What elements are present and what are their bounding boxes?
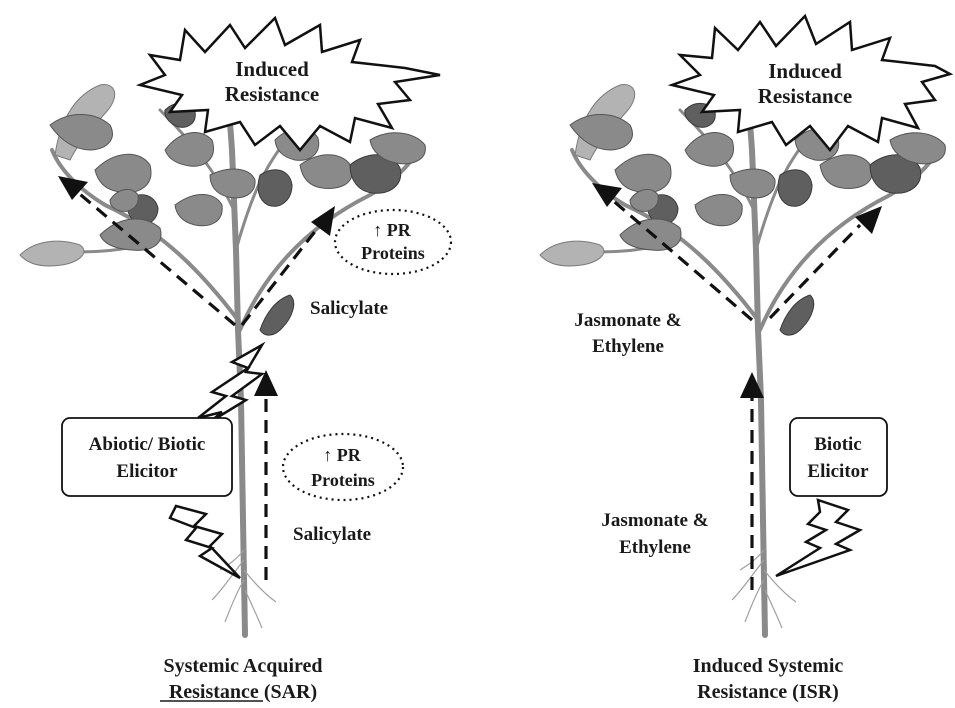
isr-arrowhead-up-left [592, 183, 622, 207]
isr-elicitor-line1: Biotic [814, 434, 862, 455]
isr-elicitor-box-frame [789, 417, 888, 497]
sar-salicylate-lower: Salicylate [293, 524, 371, 545]
sar-burst-line2: Resistance [225, 82, 319, 106]
sar-elicitor-box-frame [61, 417, 233, 497]
sar-caption-underlined-word: Resistance [169, 681, 259, 703]
sar-induced-resistance-burst: Induced Resistance [135, 15, 441, 152]
isr-signal-lower-line2: Ethylene [619, 537, 691, 558]
sar-pr-proteins-lower: ↑ PR Proteins [281, 432, 405, 502]
isr-burst-shape [667, 13, 954, 153]
isr-signal-arrows [592, 183, 882, 590]
sar-pr-oval-upper [333, 208, 453, 276]
isr-signal-upper-line2: Ethylene [592, 336, 664, 357]
sar-plant [20, 85, 425, 635]
sar-arrowhead-up-left [58, 176, 88, 200]
sar-burst-line1: Induced [235, 57, 309, 81]
sar-pr-lower-line1: ↑ PR [323, 445, 361, 465]
isr-elicitor-line2: Elicitor [807, 461, 869, 482]
isr-caption-line1: Induced Systemic [693, 655, 844, 677]
isr-arrow-up-right [768, 223, 862, 320]
isr-elicitor-box: Biotic Elicitor [789, 417, 888, 497]
isr-induced-resistance-burst: Induced Resistance [667, 13, 954, 153]
sar-pr-proteins-upper: ↑ PR Proteins [333, 208, 453, 276]
isr-plant [540, 85, 945, 635]
sar-arrowhead-up-right [311, 206, 335, 236]
sar-pr-upper-line1: ↑ PR [373, 220, 411, 240]
isr-signal-upper-line1: Jasmonate & [574, 310, 681, 331]
up-arrow-icon: ↑ [373, 220, 382, 240]
sar-elicitor-line2: Elicitor [116, 461, 178, 482]
sar-signal-arrows [58, 176, 335, 580]
sar-pr-lower-line2: Proteins [311, 470, 375, 490]
isr-burst-line1: Induced [768, 59, 842, 83]
sar-elicitor-line1: Abiotic/ Biotic [89, 434, 206, 455]
isr-signal-lower-line1: Jasmonate & [601, 510, 708, 531]
isr-arrowhead-up-right [855, 206, 882, 234]
isr-arrowhead-up-stem [740, 372, 764, 398]
sar-elicitor-box: Abiotic/ Biotic Elicitor [61, 417, 233, 497]
up-arrow-icon: ↑ [323, 445, 332, 465]
sar-lightning-bolt-upper [197, 341, 266, 424]
sar-pr-oval-lower [281, 432, 405, 502]
sar-arrow-up-right [240, 224, 322, 326]
sar-caption-line1: Systemic Acquired [163, 655, 322, 677]
sar-pr-upper-label: PR [387, 220, 412, 240]
sar-caption-line2: Resistance (SAR) [169, 681, 317, 703]
sar-caption: Systemic Acquired Resistance (SAR) [160, 655, 323, 703]
isr-burst-line2: Resistance [758, 84, 852, 108]
sar-arrowhead-up-stem [254, 370, 278, 396]
sar-lightning-bolt-lower [168, 504, 241, 580]
isr-caption: Induced Systemic Resistance (ISR) [693, 655, 844, 703]
sar-caption-abbrev: (SAR) [259, 681, 317, 703]
sar-salicylate-upper: Salicylate [310, 298, 388, 319]
isr-arrow-up-left [608, 196, 754, 322]
isr-caption-line2: Resistance (ISR) [697, 681, 839, 703]
isr-plant-illustration [540, 85, 945, 635]
isr-lightning-bolt [775, 498, 864, 578]
sar-pr-upper-line2: Proteins [361, 243, 425, 263]
sar-pr-lower-label: PR [337, 445, 362, 465]
sar-arrow-up-left [73, 188, 237, 327]
sar-burst-shape [135, 15, 441, 152]
sar-plant-illustration [20, 85, 425, 635]
